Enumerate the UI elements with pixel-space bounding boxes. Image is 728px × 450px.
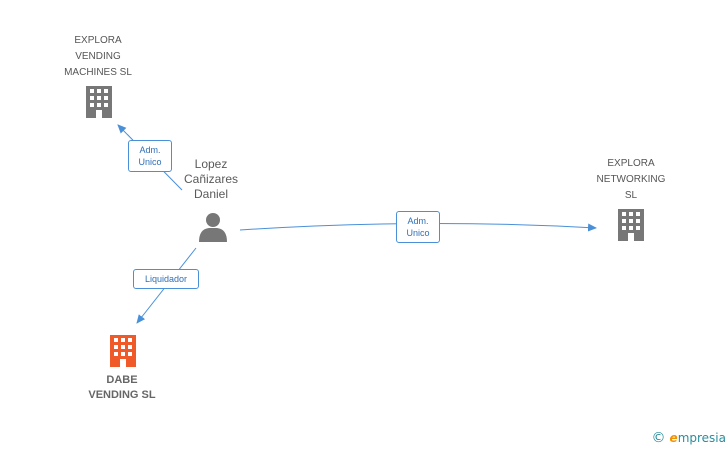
company-label-explora-vending[interactable]: EXPLORA VENDING MACHINES SL xyxy=(64,35,132,78)
building-icon[interactable] xyxy=(86,86,112,118)
brand-initial: e xyxy=(669,431,678,445)
brand-name: mpresia xyxy=(677,431,726,445)
role-badge-adm-unico: Adm. Unico xyxy=(128,140,172,172)
empresia-watermark: ©empresia xyxy=(652,430,726,446)
company-label-dabe-vending[interactable]: DABE VENDING SL xyxy=(88,374,156,401)
copyright-icon: © xyxy=(651,430,666,446)
role-badge-adm-unico: Adm. Unico xyxy=(396,211,440,243)
building-icon[interactable] xyxy=(110,335,136,367)
company-label-explora-networking[interactable]: EXPLORA NETWORKING SL xyxy=(596,158,666,201)
role-badge-liquidador: Liquidador xyxy=(133,269,199,289)
building-icon[interactable] xyxy=(618,209,644,241)
person-icon[interactable] xyxy=(199,213,227,242)
person-label-lopez[interactable]: Lopez Cañizares Daniel xyxy=(183,157,239,201)
